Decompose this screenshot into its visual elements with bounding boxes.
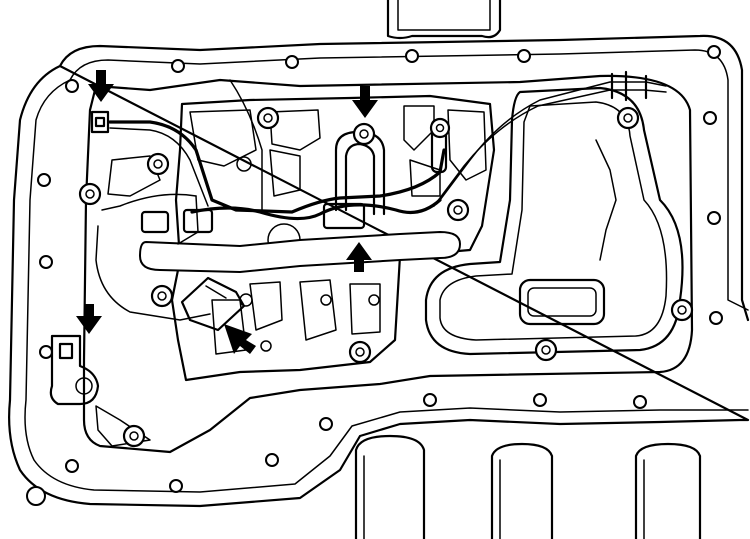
- flange-hole: [169, 479, 183, 493]
- bolt: [348, 340, 372, 364]
- connectors: [49, 110, 246, 406]
- oil-strainer: [424, 86, 684, 356]
- connector-top-left: [90, 110, 110, 134]
- bolt: [150, 284, 174, 308]
- callout-arrow: [346, 242, 372, 272]
- bolt: [122, 424, 146, 448]
- connector-left-bracket: [49, 334, 100, 406]
- flange-hole: [285, 55, 299, 69]
- bolt: [534, 338, 558, 362]
- connector-wire-joint: [182, 208, 214, 234]
- connector-wire-joint: [140, 210, 170, 234]
- bolt: [146, 152, 170, 176]
- flange-hole: [39, 255, 53, 269]
- flange-hole: [633, 395, 647, 409]
- flange-holes: [26, 45, 723, 506]
- flange-hole: [65, 459, 79, 473]
- bolt: [429, 117, 451, 139]
- flange-hole: [171, 59, 185, 73]
- wire-harness: [95, 79, 446, 321]
- top-bracket: [386, 0, 502, 40]
- flange-hole: [707, 211, 721, 225]
- solenoid-connector: [322, 202, 366, 230]
- oil-pan-flange: [8, 34, 750, 508]
- callout-arrows: [76, 70, 378, 354]
- bolt: [616, 106, 640, 130]
- connector-lower: [180, 276, 246, 332]
- bolt: [256, 106, 280, 130]
- fluid-tube: [138, 230, 462, 274]
- breather-tube: [433, 70, 667, 207]
- case-fins: [354, 434, 702, 539]
- callout-arrow: [224, 324, 256, 354]
- callout-arrow: [88, 70, 114, 102]
- callout-arrow: [76, 304, 102, 334]
- flange-hole: [709, 311, 723, 325]
- mounting-bolts: [78, 106, 694, 448]
- flange-hole: [423, 393, 437, 407]
- solenoid-bracket: [322, 130, 386, 230]
- flange-hole: [703, 111, 717, 125]
- bolt: [446, 198, 470, 222]
- flange-hole: [265, 453, 279, 467]
- bolt: [352, 122, 376, 146]
- bolt: [670, 298, 694, 322]
- callout-arrow: [352, 86, 378, 118]
- flange-hole: [405, 49, 419, 63]
- flange-hole: [37, 173, 51, 187]
- bolt: [78, 182, 102, 206]
- flange-hole: [65, 79, 79, 93]
- flange-hole: [319, 417, 333, 431]
- flange-hole: [533, 393, 547, 407]
- strainer-window: [518, 278, 606, 326]
- flange-hole: [39, 345, 53, 359]
- flange-hole: [707, 45, 721, 59]
- left-cover: [95, 155, 161, 447]
- pan-inner-contour: [82, 74, 694, 454]
- flange-hole: [26, 486, 46, 506]
- flange-hole: [517, 49, 531, 63]
